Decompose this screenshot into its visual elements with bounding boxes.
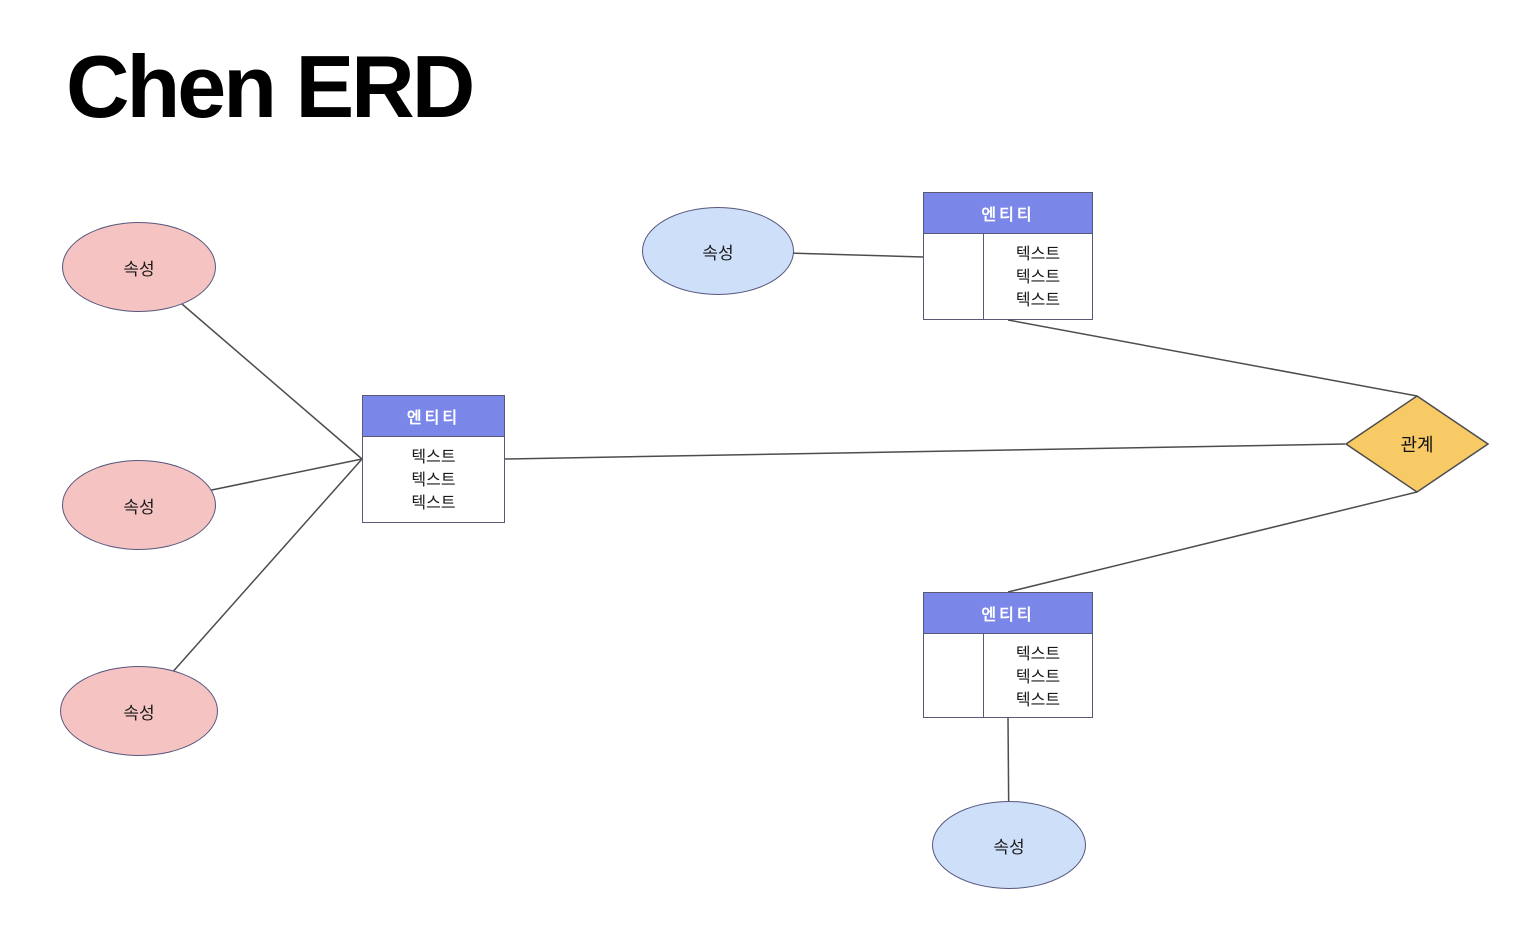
entity-rows: 텍스트 텍스트 텍스트 <box>363 437 504 522</box>
relationship-diamond[interactable]: 관계 <box>1345 395 1489 493</box>
attribute-ellipse-left-bottom[interactable]: 속성 <box>60 666 218 756</box>
entity-rows: 텍스트 텍스트 텍스트 <box>984 234 1092 319</box>
attribute-label: 속성 <box>123 497 155 518</box>
entity-key-column <box>924 634 984 717</box>
diamond-shape <box>1345 395 1489 493</box>
entity-key-column <box>924 234 984 319</box>
connector-relationship-to-entity-bottom <box>1007 491 1418 593</box>
entity-row: 텍스트 <box>1015 290 1061 309</box>
entity-row: 텍스트 <box>1015 244 1061 263</box>
attribute-ellipse-top[interactable]: 속성 <box>642 207 794 295</box>
entity-header: 엔티티 <box>363 396 504 437</box>
diamond-polygon <box>1345 395 1489 493</box>
entity-body: 텍스트 텍스트 텍스트 <box>924 634 1092 717</box>
page-title: Chen ERD <box>66 37 475 136</box>
entity-row: 텍스트 <box>1015 690 1061 709</box>
attribute-ellipse-left-top[interactable]: 속성 <box>62 222 216 312</box>
entity-row: 텍스트 <box>1015 667 1061 686</box>
relationship-label: 관계 <box>1400 435 1434 456</box>
attribute-label: 속성 <box>123 259 155 280</box>
entity-row: 텍스트 <box>1015 267 1061 286</box>
entity-header: 엔티티 <box>924 193 1092 234</box>
entity-rows: 텍스트 텍스트 텍스트 <box>984 634 1092 717</box>
entity-row: 텍스트 <box>411 493 456 512</box>
entity-box-top-right[interactable]: 엔티티 텍스트 텍스트 텍스트 <box>923 192 1093 320</box>
entity-body: 텍스트 텍스트 텍스트 <box>363 437 504 522</box>
connector-entity-center-to-relationship <box>504 443 1346 460</box>
attribute-ellipse-left-middle[interactable]: 속성 <box>62 460 216 550</box>
entity-box-center[interactable]: 엔티티 텍스트 텍스트 텍스트 <box>362 395 505 523</box>
entity-row: 텍스트 <box>411 470 456 489</box>
attribute-label: 속성 <box>123 703 155 724</box>
attribute-ellipse-bottom[interactable]: 속성 <box>932 801 1086 889</box>
entity-box-bottom[interactable]: 엔티티 텍스트 텍스트 텍스트 <box>923 592 1093 718</box>
entity-row: 텍스트 <box>411 447 456 466</box>
entity-header: 엔티티 <box>924 593 1092 634</box>
entity-body: 텍스트 텍스트 텍스트 <box>924 234 1092 319</box>
connector-attr3-to-entity-center <box>137 458 363 712</box>
attribute-label: 속성 <box>993 837 1025 858</box>
attribute-label: 속성 <box>702 243 734 264</box>
connector-entity-topright-to-relationship <box>1007 319 1418 397</box>
entity-row: 텍스트 <box>1015 644 1061 663</box>
